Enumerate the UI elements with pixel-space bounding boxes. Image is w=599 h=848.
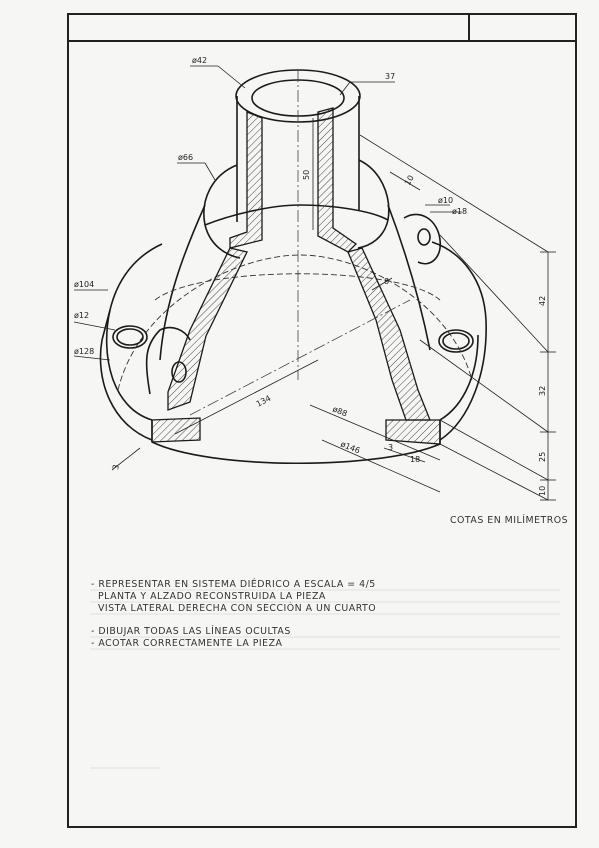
left-lug — [145, 326, 191, 395]
right-flange-inner-rim — [439, 334, 479, 421]
ruled-guidelines — [90, 589, 560, 769]
ext-line-1 — [359, 134, 549, 253]
left-bolt-hole — [112, 325, 148, 349]
instruction-line-5: - ACOTAR CORRECTAMENTE LA PIEZA — [91, 638, 283, 649]
bolt-circle — [117, 254, 473, 391]
cylinder-wall-left-section — [229, 111, 263, 249]
side-boss-hole — [417, 228, 431, 246]
dim-10-line — [389, 171, 421, 191]
dim-25-label: 25 — [538, 452, 547, 462]
dim-d12-label: ø12 — [74, 311, 89, 320]
dim-8-line — [371, 277, 393, 291]
dimension-lines — [73, 65, 556, 501]
dim-8-label: 8 — [384, 277, 389, 286]
dim-d128-label: ø128 — [74, 347, 94, 356]
dim-d10-label: ø10 — [438, 196, 453, 205]
left-flange-edge — [101, 309, 111, 341]
side-boss — [403, 213, 441, 265]
dim-d42-leader — [217, 65, 246, 89]
cone-left-outer — [159, 204, 206, 361]
dim-37-label: 37 — [385, 72, 395, 81]
part-outline — [99, 69, 487, 465]
dim-d42-label: ø42 — [192, 56, 207, 65]
dim-134-label: 134 — [255, 394, 273, 409]
hidden-lines — [117, 254, 473, 391]
instruction-line-4: - DIBUJAR TODAS LAS LÍNEAS OCULTAS — [91, 625, 291, 637]
cone-wall-right-section — [347, 247, 431, 421]
sheet-border — [67, 13, 577, 828]
dim-d146-line — [321, 439, 441, 493]
dim-d146-label: ø146 — [339, 440, 361, 456]
dim-10v-label: 10 — [538, 486, 547, 496]
base-ring-front — [151, 441, 441, 465]
ext-line-3 — [419, 339, 549, 433]
ext-line-2 — [439, 234, 549, 353]
dim-d88-line — [309, 404, 441, 461]
instructions-block: - REPRESENTAR EN SISTEMA DIÉDRICO A ESCA… — [91, 578, 376, 649]
dim-50-label: 50 — [302, 170, 311, 180]
dim-32-label: 32 — [538, 386, 547, 396]
dim-3-left-label: 3 — [111, 464, 121, 471]
right-flange-outer — [431, 241, 487, 441]
right-bolt-hole — [438, 329, 474, 353]
title-strip — [69, 15, 575, 42]
dim-d88-label: ø88 — [331, 405, 348, 419]
title-cell — [468, 15, 575, 40]
units-note: COTAS EN MILÍMETROS — [450, 514, 568, 526]
left-bolt-hole-inner — [116, 328, 144, 346]
dim-d18-label: ø18 — [452, 207, 467, 216]
instruction-line-1: - REPRESENTAR EN SISTEMA DIÉDRICO A ESCA… — [91, 578, 376, 590]
right-bolt-hole-inner — [442, 332, 470, 350]
dim-d104-label: ø104 — [74, 280, 94, 289]
ext-line-4 — [439, 419, 549, 481]
left-flange-bottom — [99, 339, 153, 441]
dim-134-line — [174, 359, 319, 435]
inner-flange-line — [154, 273, 441, 301]
section-axis-left — [189, 299, 411, 416]
axis-lines — [189, 70, 411, 416]
dim-3-label: 3 — [388, 443, 393, 452]
dim-d12-leader — [73, 321, 116, 331]
dim-d66-label: ø66 — [178, 153, 193, 162]
dim-37-leader — [339, 81, 351, 96]
instruction-line-2: PLANTA Y ALZADO RECONSTRUIDA LA PIEZA — [98, 591, 326, 602]
dim-d128-leader — [73, 355, 111, 361]
collar-right — [357, 159, 390, 249]
flange-left-section — [151, 417, 201, 443]
cylinder-wall-right-section — [317, 107, 358, 253]
cone-wall-left-section — [167, 247, 248, 411]
section-cut — [151, 107, 441, 445]
dim-10-label: 10 — [403, 174, 416, 187]
dim-3-left-line — [111, 447, 141, 471]
dim-18-line — [383, 447, 426, 463]
collar-top — [204, 204, 389, 226]
dim-18-label: 18 — [410, 455, 420, 464]
dim-42-label: 42 — [538, 296, 547, 306]
cone-right-outer — [387, 204, 431, 351]
instruction-line-3: VISTA LATERAL DERECHA CON SECCIÓN A UN C… — [98, 602, 376, 614]
dim-d66-leader — [204, 162, 216, 181]
ext-line-5 — [439, 443, 549, 501]
